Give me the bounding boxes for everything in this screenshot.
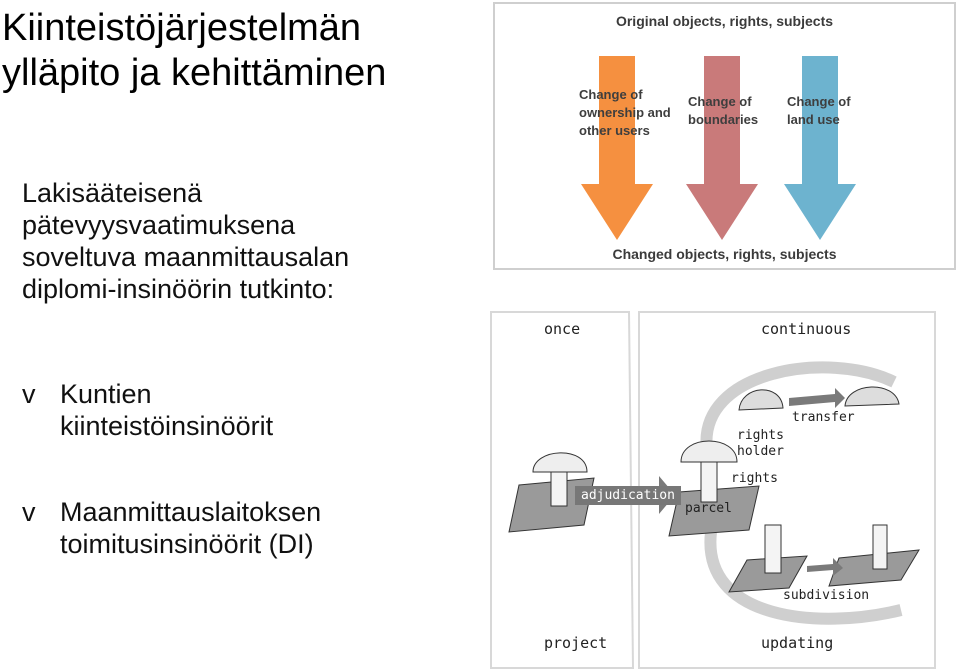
red-down-arrow-icon xyxy=(686,56,758,240)
label-continuous: continuous xyxy=(761,320,852,338)
change-diagram-footer: Changed objects, rights, subjects xyxy=(612,246,837,262)
title-line-1: Kiinteistöjärjestelmän xyxy=(2,7,362,49)
label-adjudication: adjudication xyxy=(575,486,681,505)
intro-line-2: pätevyysvaatimuksena xyxy=(22,210,296,240)
intro-line-3: soveltuva maanmittausalan xyxy=(22,242,350,272)
slide-title: Kiinteistöjärjestelmän ylläpito ja kehit… xyxy=(2,6,386,96)
label-rights-holder-2: holder xyxy=(737,444,784,459)
arrow-label-line: Change of xyxy=(787,94,851,109)
orange-down-arrow-icon xyxy=(581,56,653,240)
bullet-text: Kuntien kiinteistöinsinöörit xyxy=(60,378,273,442)
label-rights: rights xyxy=(731,471,778,486)
arrow-label-line: land use xyxy=(787,112,840,127)
bullet-mark: v xyxy=(22,497,36,527)
arrow-label-line: boundaries xyxy=(688,112,759,127)
change-diagram-header: Original objects, rights, subjects xyxy=(615,13,834,29)
bullet-line-2: kiinteistöinsinöörit xyxy=(60,411,274,441)
arrow-label-line: other users xyxy=(579,123,650,138)
label-updating: updating xyxy=(761,634,834,652)
label-once: once xyxy=(544,320,581,338)
label-project: project xyxy=(544,634,608,652)
blue-down-arrow-icon xyxy=(784,56,856,240)
intro-line-4: diplomi-insinöörin tutkinto: xyxy=(22,274,335,304)
cadastral-process-diagram: once continuous project updating transfe… xyxy=(489,310,937,670)
bullet-line-1: Maanmittauslaitoksen xyxy=(60,497,322,527)
label-subdivision: subdivision xyxy=(783,588,870,603)
intro-line-1: Lakisääteisenä xyxy=(22,178,203,208)
label-transfer: transfer xyxy=(792,410,855,425)
arrow-label-boundaries: Change of boundaries xyxy=(688,93,758,129)
title-line-2: ylläpito ja kehittäminen xyxy=(2,52,387,94)
bullet-text: Maanmittauslaitoksen toimitusinsinöörit … xyxy=(60,496,321,560)
arrow-label-line: Change of xyxy=(579,87,643,102)
process-illustration xyxy=(490,311,936,669)
bullet-mark: v xyxy=(22,379,36,409)
arrow-label-ownership: Change of ownership and other users xyxy=(579,86,671,140)
arrow-label-land-use: Change of land use xyxy=(787,93,851,129)
bullet-line-2: toimitusinsinöörit (DI) xyxy=(60,529,314,559)
label-parcel: parcel xyxy=(685,501,732,516)
change-diagram: Original objects, rights, subjects Chang… xyxy=(493,2,956,270)
bullet-line-1: Kuntien xyxy=(60,379,152,409)
intro-paragraph: Lakisääteisenä pätevyysvaatimuksena sove… xyxy=(22,177,349,305)
arrow-label-line: ownership and xyxy=(579,105,671,120)
label-rights-holder-1: rights xyxy=(737,428,784,443)
arrow-label-line: Change of xyxy=(688,94,752,109)
